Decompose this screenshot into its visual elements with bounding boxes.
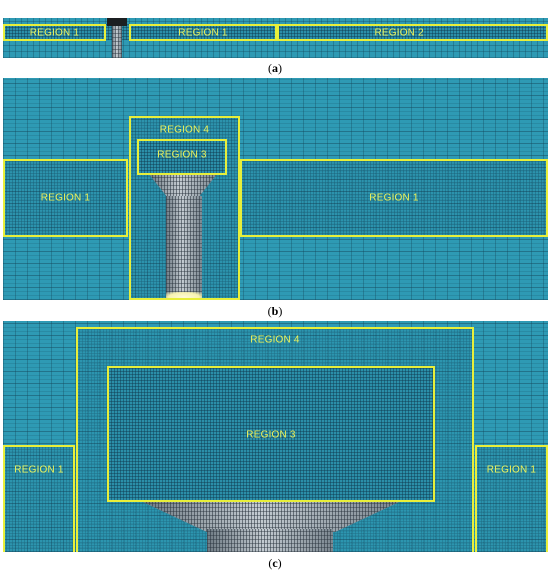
panel-b-region-3-label: REGION 3 — [157, 149, 207, 161]
panel-a-region-1-left: REGION 1 — [3, 24, 106, 41]
panel-b-structure-column — [166, 196, 202, 300]
panel-c-refined-zone-left — [3, 445, 75, 552]
panel-a-region-1-right-label: REGION 1 — [178, 27, 228, 38]
panel-b-refined-zone-right — [241, 160, 548, 237]
panel-b-caption: (b) — [267, 304, 283, 318]
panel-c-region-3-fill — [108, 367, 434, 501]
panel-a-region-2: REGION 2 — [277, 24, 548, 41]
panel-c-region-3-label: REGION 3 — [246, 429, 296, 441]
panel-c-structure-column — [207, 529, 333, 552]
panel-a-region-1-left-label: REGION 1 — [29, 27, 80, 38]
panel-c-region-4: REGION 4 — [76, 327, 474, 552]
panel-c-region-1-right-label: REGION 1 — [486, 464, 537, 476]
panel-b-region-3-fill — [138, 140, 226, 174]
panel-a-structure-column — [112, 26, 122, 58]
panel-c-region-1-left-label: REGION 1 — [14, 464, 64, 476]
panel-c-region-1-right: REGION 1 — [475, 445, 548, 552]
panel-b-region-1-left: REGION 1 — [3, 159, 128, 237]
panel-c-mesh: REGION 4 REGION 3 REGION 1 REGION 1 — [3, 321, 548, 552]
panel-c-refined-zone-right — [475, 445, 548, 552]
panel-a-structure-top — [107, 18, 127, 26]
panel-b-region-1-right-label: REGION 1 — [369, 192, 419, 204]
panel-b-region-3: REGION 3 — [137, 139, 227, 175]
panel-a-region-1-right: REGION 1 — [129, 24, 277, 41]
panel-b-region-1-left-label: REGION 1 — [40, 192, 91, 204]
panel-c-caption: (c) — [268, 556, 282, 570]
panel-a-region-2-label: REGION 2 — [374, 27, 424, 38]
panel-c-region-1-left: REGION 1 — [3, 445, 75, 552]
panel-a-caption: (a) — [268, 61, 282, 75]
panel-c-region-4-label: REGION 4 — [250, 334, 300, 346]
panel-b-structure-highlight — [166, 292, 202, 300]
panel-b-region-4: REGION 4 — [129, 116, 240, 300]
panel-b-mesh: REGION 4 REGION 3 REGION 1 REGION 1 — [3, 78, 548, 300]
panel-b-region-1-right: REGION 1 — [240, 159, 548, 237]
panel-b-refined-zone-left — [3, 160, 128, 237]
panel-a-mesh: REGION 1 REGION 1 REGION 2 — [3, 18, 548, 58]
panel-b-region-4-label: REGION 4 — [159, 124, 210, 136]
panel-c-region-3: REGION 3 — [107, 366, 435, 502]
